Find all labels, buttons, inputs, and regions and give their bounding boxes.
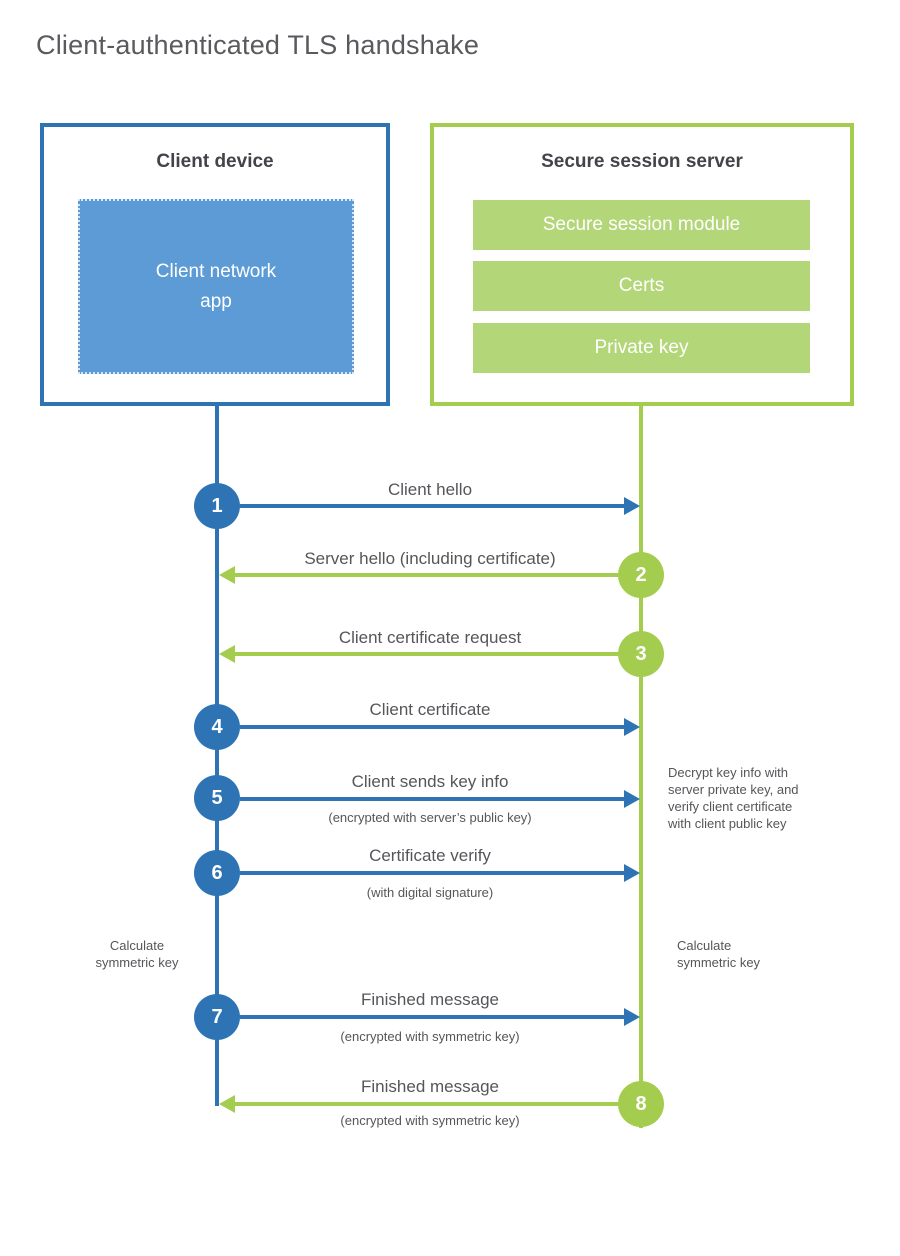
- calculate-symmetric-key-note-client: Calculate symmetric key: [77, 937, 197, 971]
- arrow-3-head-left-icon: [219, 645, 235, 663]
- message-3-label: Client certificate request: [338, 628, 522, 647]
- calc-left-line2: symmetric key: [95, 955, 179, 970]
- server-lifeline: [639, 404, 643, 1128]
- client-lifeline: [215, 404, 219, 1106]
- arrow-4-shaft: [240, 725, 624, 729]
- message-7-subtitle: (encrypted with symmetric key): [340, 1029, 520, 1044]
- message-8-subtitle: (encrypted with symmetric key): [340, 1113, 520, 1128]
- arrow-5-head-right-icon: [624, 790, 640, 808]
- arrow-6-head-right-icon: [624, 864, 640, 882]
- decrypt-note-line3: verify client certificate: [668, 799, 793, 814]
- arrow-1-shaft: [240, 504, 624, 508]
- arrow-8-shaft: [235, 1102, 618, 1106]
- server-module-private-key: Private key: [473, 323, 810, 373]
- step-circle-2: 2: [618, 552, 664, 598]
- step-circle-6: 6: [194, 850, 240, 896]
- step-circle-7: 7: [194, 994, 240, 1040]
- page-title: Client-authenticated TLS handshake: [36, 30, 480, 60]
- decrypt-note-line1: Decrypt key info with: [668, 765, 788, 780]
- message-2-label: Server hello (including certificate): [304, 549, 556, 568]
- decrypt-note-line2: server private key, and: [668, 782, 799, 797]
- arrow-8-head-left-icon: [219, 1095, 235, 1113]
- message-5-label: Client sends key info: [351, 772, 509, 791]
- client-network-app-box: Client network app: [78, 199, 354, 374]
- client-device-title: Client device: [156, 151, 274, 172]
- message-8-label: Finished message: [361, 1077, 499, 1096]
- message-6-subtitle: (with digital signature): [366, 885, 494, 900]
- calc-right-line2: symmetric key: [677, 955, 761, 970]
- client-app-label-line2: app: [200, 290, 232, 312]
- step-circle-3: 3: [618, 631, 664, 677]
- step-circle-1: 1: [194, 483, 240, 529]
- message-6-label: Certificate verify: [369, 846, 491, 865]
- client-app-label-line1: Client network: [155, 261, 277, 283]
- server-title: Secure session server: [541, 151, 743, 172]
- calc-left-line1: Calculate: [109, 938, 165, 953]
- step-circle-5: 5: [194, 775, 240, 821]
- arrow-7-shaft: [240, 1015, 624, 1019]
- message-7-label: Finished message: [361, 990, 499, 1009]
- message-1-label: Client hello: [387, 480, 473, 499]
- calculate-symmetric-key-note-server: Calculate symmetric key: [677, 937, 797, 971]
- calc-right-line1: Calculate: [677, 938, 732, 953]
- server-module-certs: Certs: [473, 261, 810, 311]
- message-5-subtitle: (encrypted with server’s public key): [328, 810, 532, 825]
- arrow-6-shaft: [240, 871, 624, 875]
- arrow-3-shaft: [235, 652, 618, 656]
- arrow-4-head-right-icon: [624, 718, 640, 736]
- arrow-1-head-right-icon: [624, 497, 640, 515]
- arrow-2-shaft: [235, 573, 618, 577]
- decrypt-note: Decrypt key info with server private key…: [668, 764, 848, 832]
- message-4-label: Client certificate: [369, 700, 491, 719]
- arrow-2-head-left-icon: [219, 566, 235, 584]
- decrypt-note-line4: with client public key: [668, 816, 787, 831]
- step-circle-4: 4: [194, 704, 240, 750]
- arrow-7-head-right-icon: [624, 1008, 640, 1026]
- server-module-secure-session: Secure session module: [473, 200, 810, 250]
- step-circle-8: 8: [618, 1081, 664, 1127]
- arrow-5-shaft: [240, 797, 624, 801]
